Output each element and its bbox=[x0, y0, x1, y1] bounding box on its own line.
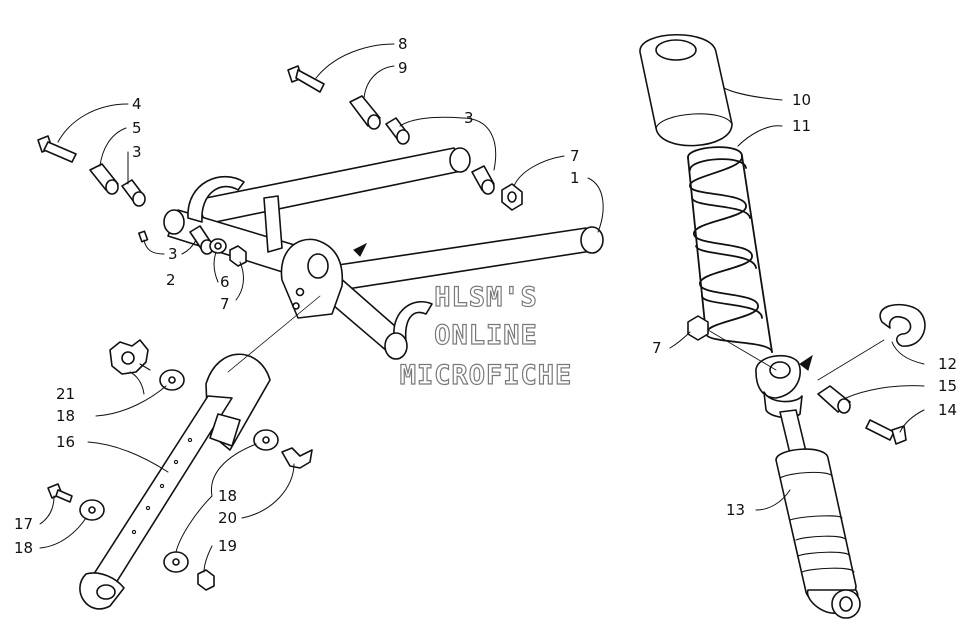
nut-7-upper bbox=[501, 183, 523, 211]
callout-3-lower: 3 bbox=[168, 245, 178, 263]
bolt-8 bbox=[287, 65, 325, 93]
callout-16: 16 bbox=[56, 433, 75, 451]
bushing-3-upper bbox=[385, 117, 410, 145]
bushing-3-right bbox=[471, 165, 495, 195]
washer-6 bbox=[209, 238, 227, 254]
callout-7-right: 7 bbox=[652, 339, 662, 357]
washer-18-d bbox=[163, 551, 189, 573]
spring-11 bbox=[687, 146, 773, 353]
pin-2 bbox=[138, 230, 149, 243]
watermark-line-1: HLSM'S bbox=[434, 282, 538, 313]
callout-10: 10 bbox=[792, 91, 811, 109]
callout-6: 6 bbox=[220, 273, 230, 291]
adjuster-knob-21 bbox=[109, 339, 151, 375]
washer-18-c bbox=[79, 499, 105, 521]
callout-20: 20 bbox=[218, 509, 237, 527]
callout-12: 12 bbox=[938, 355, 957, 373]
washer-18-b bbox=[253, 429, 279, 451]
watermark: HLSM'S ONLINE MICROFICHE bbox=[399, 281, 573, 391]
callout-13: 13 bbox=[726, 501, 745, 519]
callout-1: 1 bbox=[570, 169, 580, 187]
bolt-4 bbox=[37, 135, 77, 163]
retainer-clip-12 bbox=[879, 303, 926, 347]
nut-19 bbox=[197, 569, 215, 591]
callout-21: 21 bbox=[56, 385, 75, 403]
callout-3-left: 3 bbox=[132, 143, 142, 161]
callout-5: 5 bbox=[132, 119, 142, 137]
leader-lines bbox=[39, 43, 925, 573]
watermark-line-3: MICROFICHE bbox=[400, 360, 573, 391]
callout-18-c: 18 bbox=[14, 539, 33, 557]
spring-cover-10 bbox=[639, 34, 733, 147]
callout-2: 2 bbox=[166, 271, 176, 289]
bushing-5 bbox=[89, 163, 119, 195]
callout-17: 17 bbox=[14, 515, 33, 533]
bolt-14 bbox=[865, 419, 907, 445]
callout-18-b: 18 bbox=[218, 487, 237, 505]
callout-9: 9 bbox=[398, 59, 408, 77]
callout-15: 15 bbox=[938, 377, 957, 395]
callout-19: 19 bbox=[218, 537, 237, 555]
wing-nut-20 bbox=[281, 447, 313, 469]
callout-14: 14 bbox=[938, 401, 957, 419]
callout-7-lower: 7 bbox=[220, 295, 230, 313]
callout-7-upper: 7 bbox=[570, 147, 580, 165]
bushing-3-left bbox=[121, 179, 146, 207]
nut-7-lower bbox=[229, 245, 247, 267]
bolt-17 bbox=[47, 483, 73, 503]
nut-7-right bbox=[687, 315, 709, 341]
shock-absorber-13 bbox=[755, 354, 861, 619]
limiter-strap-16 bbox=[79, 353, 271, 610]
bushing-9 bbox=[349, 95, 381, 130]
bushing-15 bbox=[817, 385, 851, 414]
swing-arm-1 bbox=[163, 147, 604, 360]
washer-18-a bbox=[159, 369, 185, 391]
callout-18-a: 18 bbox=[56, 407, 75, 425]
watermark-line-2: ONLINE bbox=[434, 320, 538, 351]
callout-4: 4 bbox=[132, 95, 142, 113]
callout-labels: 8 9 4 5 3 3 7 1 3 2 6 7 21 18 16 18 20 1… bbox=[14, 35, 957, 557]
callout-3-upper: 3 bbox=[464, 109, 474, 127]
callout-11: 11 bbox=[792, 117, 811, 135]
callout-8: 8 bbox=[398, 35, 408, 53]
